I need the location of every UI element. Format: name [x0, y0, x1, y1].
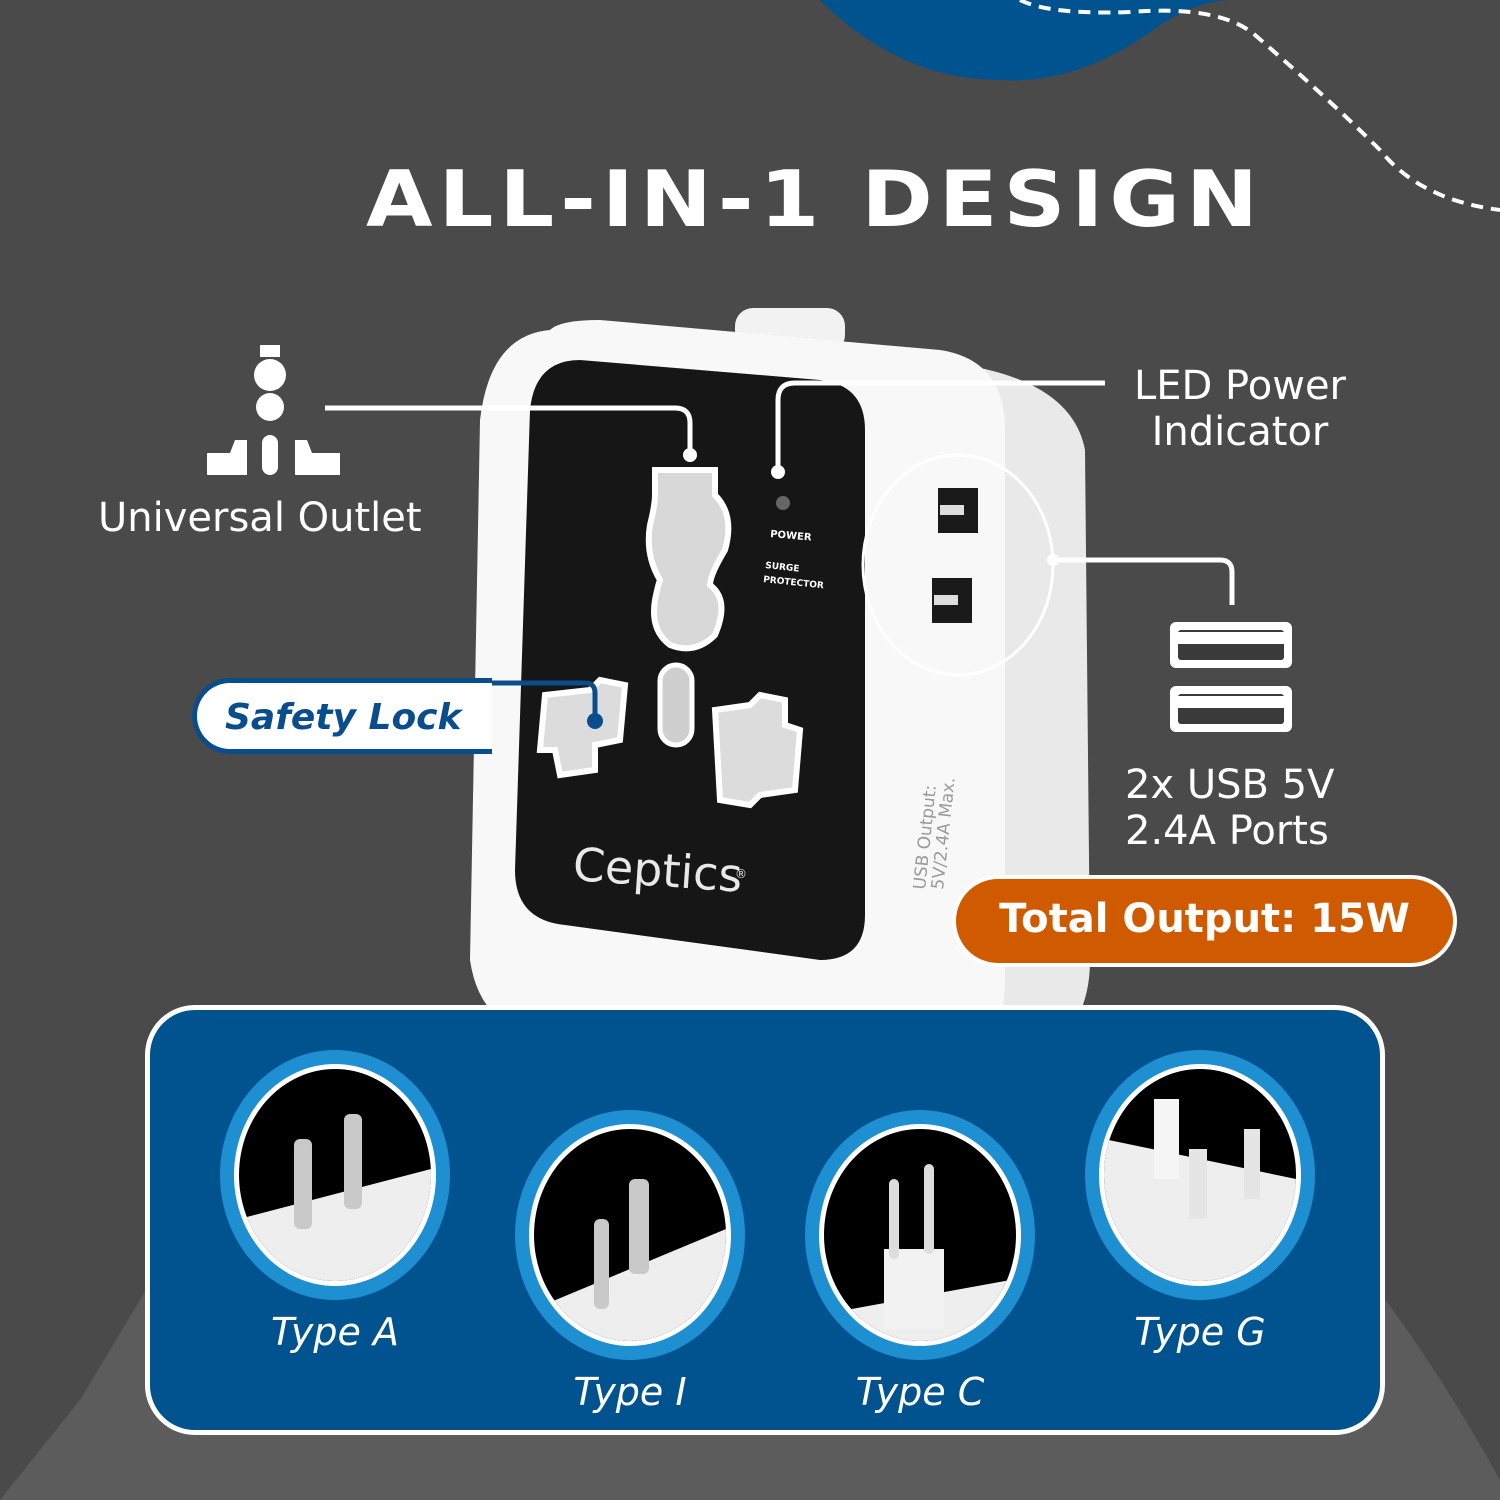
plug-type-c: Type C	[805, 1110, 1035, 1414]
plug-type-a-label: Type A	[271, 1310, 399, 1354]
total-output-badge: Total Output: 15W	[952, 875, 1457, 967]
svg-text:®: ®	[735, 867, 747, 881]
adapter-device-image: POWER SURGE PROTECTOR Ceptics ® USB Outp…	[470, 308, 1090, 1070]
page-headline: ALL-IN-1 DESIGN	[366, 155, 1264, 245]
safety-lock-badge: Safety Lock	[192, 678, 492, 754]
total-output-label: Total Output: 15W	[999, 896, 1410, 942]
led-label-line2: Indicator	[1151, 409, 1329, 455]
plug-type-a: Type A	[220, 1050, 450, 1354]
svg-text:SURGE: SURGE	[765, 561, 800, 575]
plug-type-a-image	[220, 1050, 450, 1300]
led-indicator-label: LED Power Indicator	[1120, 363, 1360, 455]
plug-types-panel: Type A Type I Type C Type G	[145, 1005, 1385, 1435]
usb-port-icon	[1170, 622, 1292, 732]
usb-ports-label: 2x USB 5V 2.4A Ports	[1125, 762, 1334, 854]
svg-text:POWER: POWER	[770, 529, 812, 544]
led-label-line1: LED Power	[1133, 363, 1346, 409]
plug-type-c-image	[805, 1110, 1035, 1360]
safety-lock-label: Safety Lock	[225, 697, 462, 738]
plug-type-i-label: Type I	[573, 1370, 687, 1414]
universal-socket-icon	[207, 345, 340, 475]
plug-type-i: Type I	[515, 1110, 745, 1414]
plug-type-g: Type G	[1085, 1050, 1315, 1354]
usb-label-line2: 2.4A Ports	[1125, 808, 1329, 854]
usb-label-line1: 2x USB 5V	[1125, 762, 1335, 808]
plug-type-g-image	[1085, 1050, 1315, 1300]
plug-type-g-label: Type G	[1134, 1310, 1266, 1354]
plug-type-c-label: Type C	[855, 1370, 985, 1414]
universal-outlet-label: Universal Outlet	[98, 495, 422, 541]
svg-text:Ceptics: Ceptics	[571, 837, 744, 903]
plug-type-i-image	[515, 1110, 745, 1360]
